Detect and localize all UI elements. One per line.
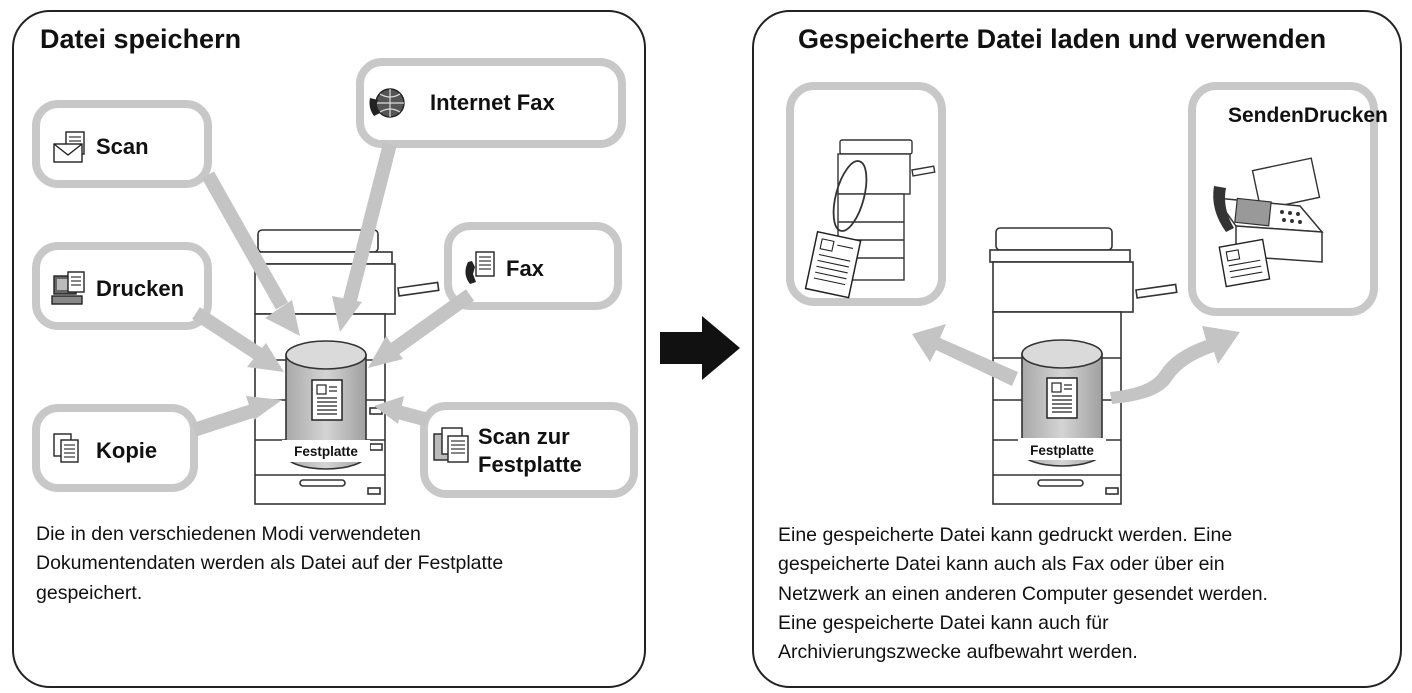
fax-phone-icon <box>465 251 495 284</box>
left-panel-frame <box>12 10 646 688</box>
source-boxes <box>32 58 638 498</box>
fax-machine-icon <box>1213 157 1324 288</box>
left-description-line: Die in den verschiedenen Modi verwendete… <box>36 523 421 545</box>
right-panel-frame <box>752 10 1402 688</box>
right-description-line: Archivierungszwecke aufbewahrt werden. <box>778 641 1138 663</box>
printer-output-icon <box>804 139 936 299</box>
left-description-line: gespeichert. <box>36 581 143 604</box>
output-arrows <box>912 324 1240 404</box>
drucken-box <box>32 242 212 330</box>
right-disk-label: Festplatte <box>1030 443 1094 458</box>
senden-drucken-label: SendenDrucken <box>1228 104 1388 127</box>
input-arrowheads <box>246 296 404 424</box>
scan-box <box>32 100 212 188</box>
right-description: Eine gespeicherte Datei kann gedruckt we… <box>778 521 1268 667</box>
globe-phone-icon <box>369 88 405 118</box>
copy-pages-icon <box>53 433 79 463</box>
print-arrow <box>912 324 1018 386</box>
right-description-line: gespeicherte Datei kann auch als Fax ode… <box>778 553 1225 576</box>
transition-arrow <box>660 316 740 380</box>
scan-zur-festplatte-label-1: Scan zur <box>478 424 570 449</box>
fax-box <box>444 222 622 310</box>
right-panel-title: Gespeicherte Datei laden und verwenden <box>798 24 1327 54</box>
drucken-label: Drucken <box>96 276 185 301</box>
document-icon <box>1046 377 1078 419</box>
input-arrows <box>191 142 475 437</box>
scan-zur-festplatte-box <box>420 402 638 498</box>
scan-zur-festplatte-label-2: Festplatte <box>478 452 582 477</box>
internet-fax-label: Internet Fax <box>430 90 555 115</box>
right-description-line: Eine gespeicherte Datei kann gedruckt we… <box>778 524 1233 546</box>
kopie-box <box>32 404 198 492</box>
fax-label: Fax <box>506 256 544 281</box>
document-icon <box>311 379 343 421</box>
left-disk-label: Festplatte <box>294 444 358 459</box>
right-description-line: Eine gespeicherte Datei kann auch für <box>778 611 1109 634</box>
send-arrow <box>1110 326 1240 404</box>
envelope-scan-icon <box>53 131 85 163</box>
right-description-line: Netzwerk an einen anderen Computer gesen… <box>778 582 1268 605</box>
kopie-label: Kopie <box>96 438 158 463</box>
scan-pages-icon <box>433 427 469 463</box>
computer-print-icon <box>51 271 85 305</box>
internet-fax-box <box>356 58 626 148</box>
left-description-line: Dokumentendaten werden als Datei auf der… <box>36 552 504 575</box>
scan-label: Scan <box>96 134 149 159</box>
left-panel-title: Datei speichern <box>40 24 242 54</box>
left-description: Die in den verschiedenen Modi verwendete… <box>36 520 503 608</box>
